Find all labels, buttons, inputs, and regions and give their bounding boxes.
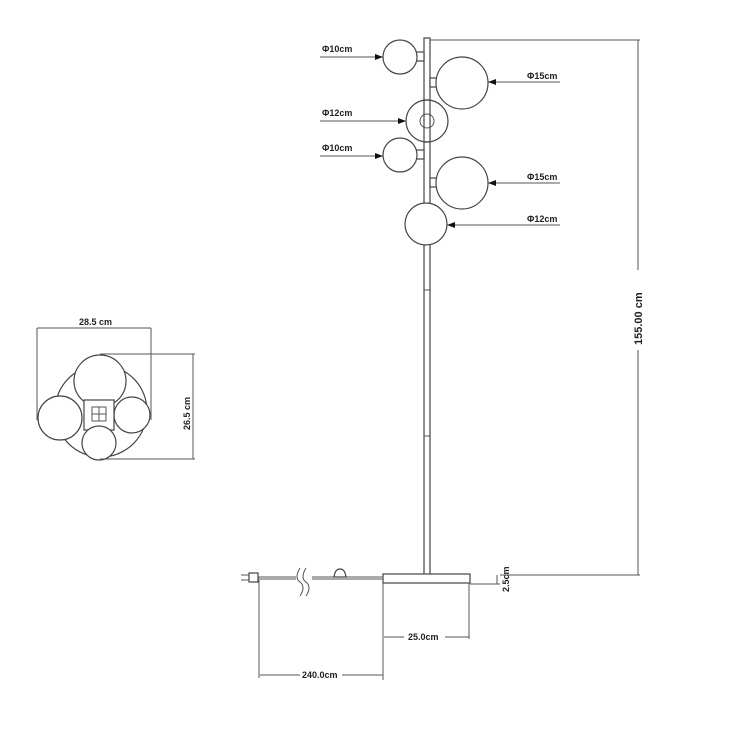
- svg-text:Φ10cm: Φ10cm: [322, 143, 352, 153]
- svg-text:28.5 cm: 28.5 cm: [79, 317, 112, 327]
- globe-5: [429, 156, 489, 210]
- globe-label-6: Φ12cm: [447, 214, 560, 228]
- globe-label-3: Φ12cm: [320, 108, 406, 124]
- svg-text:Φ12cm: Φ12cm: [527, 214, 557, 224]
- globe-6: [404, 202, 448, 246]
- svg-text:Φ15cm: Φ15cm: [527, 172, 557, 182]
- globe-label-5: Φ15cm: [488, 172, 560, 186]
- globe-2: [429, 56, 489, 110]
- globe-1: [382, 39, 425, 75]
- svg-text:2.5cm: 2.5cm: [501, 566, 511, 592]
- cord-length-dimension: 240.0cm: [258, 580, 383, 680]
- power-cord: [258, 567, 383, 597]
- svg-text:Φ10cm: Φ10cm: [322, 44, 352, 54]
- svg-text:Φ15cm: Φ15cm: [527, 71, 557, 81]
- height-dimension: 155.00 cm: [430, 39, 645, 576]
- plug-icon: [241, 572, 259, 583]
- globe-label-2: Φ15cm: [488, 71, 560, 85]
- globe-label-1: Φ10cm: [320, 44, 383, 60]
- svg-text:155.00 cm: 155.00 cm: [633, 292, 645, 345]
- globe-label-4: Φ10cm: [320, 143, 383, 159]
- base-thickness-dimension: 2.5cm: [470, 566, 511, 592]
- svg-text:240.0cm: 240.0cm: [302, 670, 338, 680]
- switch-icon: [333, 568, 347, 578]
- top-view: [37, 354, 151, 461]
- globe-4: [382, 137, 425, 173]
- globe-3: [405, 99, 449, 143]
- top-width-dimension: 28.5 cm: [36, 317, 152, 420]
- svg-text:25.0cm: 25.0cm: [408, 632, 439, 642]
- top-depth-dimension: 26.5 cm: [100, 353, 195, 460]
- svg-text:26.5 cm: 26.5 cm: [182, 397, 192, 430]
- svg-text:Φ12cm: Φ12cm: [322, 108, 352, 118]
- base-width-dimension: 25.0cm: [382, 583, 470, 680]
- lamp-base: [382, 573, 471, 584]
